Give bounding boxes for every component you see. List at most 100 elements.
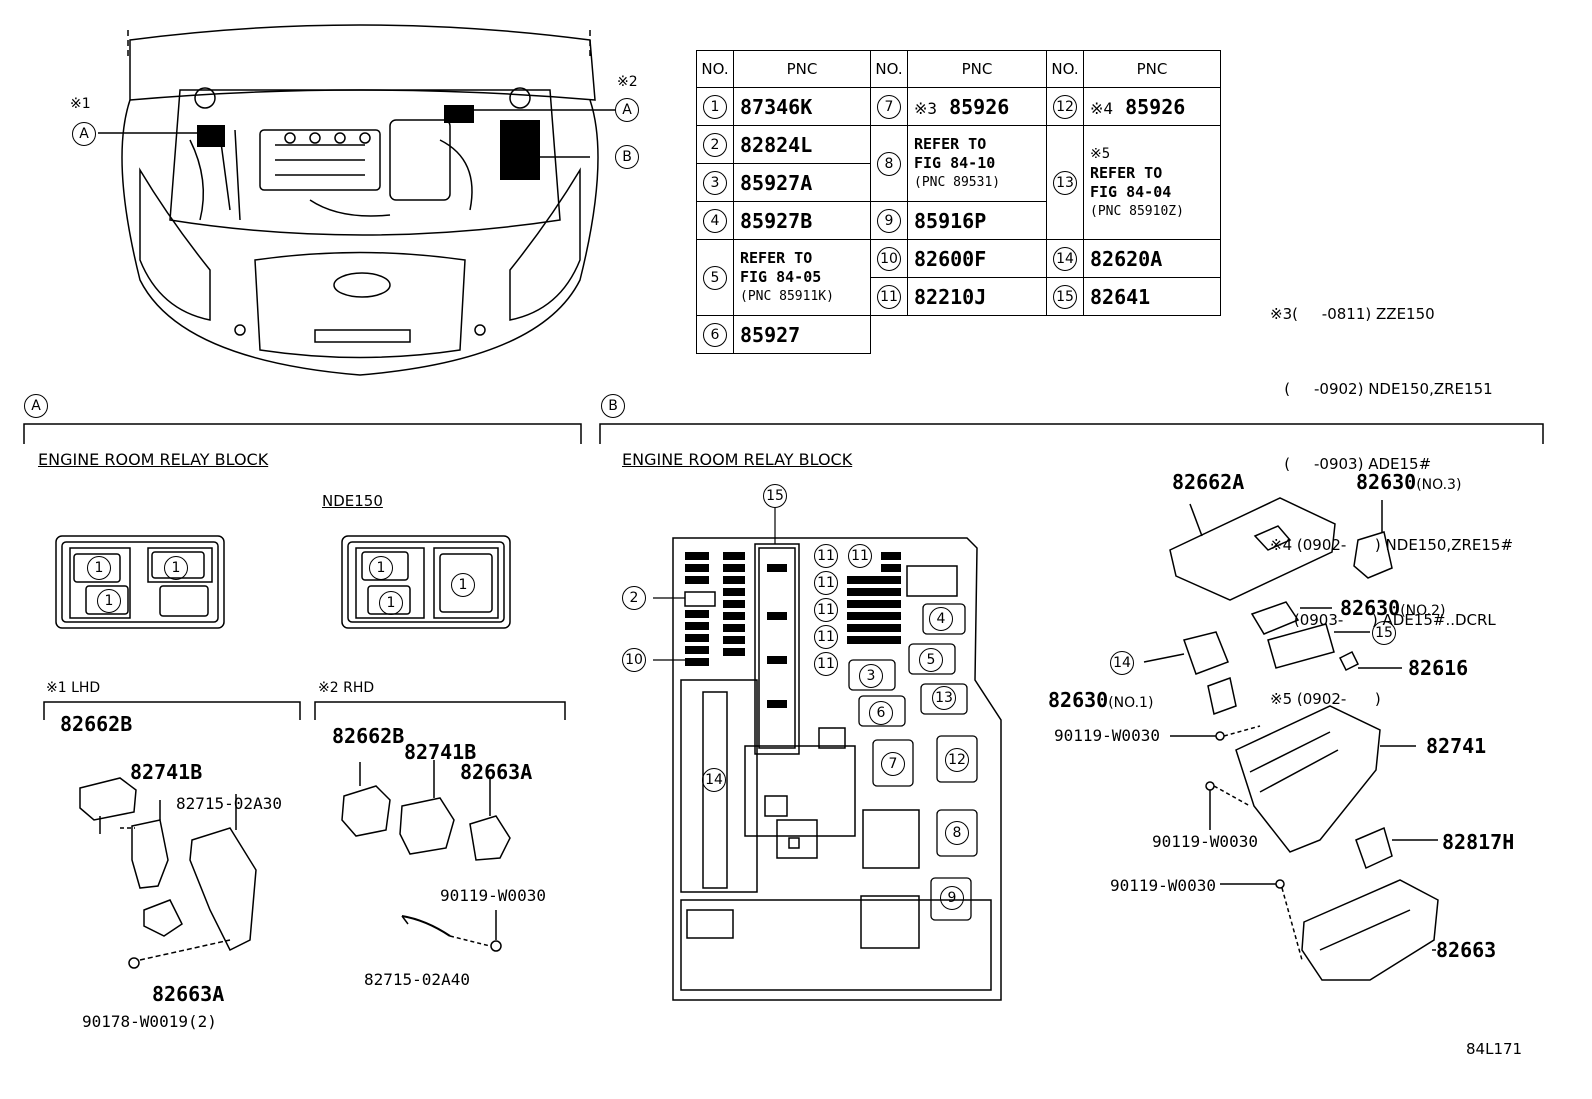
pnc-cell: ※3 85926 [907,87,1047,126]
part-82616: 82616 [1408,656,1469,680]
header-no-1: NO. [696,50,734,88]
block-item-6: 6 [869,701,893,725]
block-item-11: 11 [814,625,838,649]
relay-number: 1 [451,573,475,597]
part-82662b-rhd: 82662B [332,724,405,748]
part-82630-no3: 82630(NO.3) [1356,470,1462,494]
figure-id: 84L171 [1466,1040,1523,1058]
callout-mark1: ※1 [70,96,91,112]
item-number: 8 [877,152,901,176]
part-82662b-lhd: 82662B [60,712,133,736]
section-b-exploded-drawing [1143,497,1439,981]
block-item-9: 9 [940,886,964,910]
block-item-3: 3 [859,664,883,688]
item-number: 15 [1053,285,1077,309]
part-90119-w0030-c: 90119-W0030 [1110,876,1216,895]
callout-a-right: A [615,98,639,122]
lhd-label: ※1 LHD [46,680,101,696]
part-82741: 82741 [1426,734,1487,758]
header-no-3: NO. [1046,50,1084,88]
block-item-13: 13 [932,686,956,710]
pnc-cell: 82620A [1083,239,1221,278]
footnote-line: ( -0903) ADE15# [1270,455,1432,473]
note-mark: ※4 [1090,98,1114,118]
rhd-bracket [314,701,566,720]
part-82741b-lhd: 82741B [130,760,203,784]
pnc-cell: ※4 85926 [1083,87,1221,126]
item-number: 7 [877,95,901,119]
pnc-cell: 82600F [907,239,1047,278]
part-82741b-rhd: 82741B [404,740,477,764]
pnc-cell: 85927 [733,315,871,354]
block-item-4: 4 [929,607,953,631]
block-item-8: 8 [945,821,969,845]
part-82630-no2: 82630(NO.2) [1340,596,1446,620]
relay-number: 1 [97,589,121,613]
item-number: 4 [703,209,727,233]
item-number: 10 [877,247,901,271]
table-row: 11 82210J 15 82641 [697,277,1221,316]
pnc-cell: 82641 [1083,277,1221,316]
pnc-cell: 85916P [907,201,1047,240]
note-mark: ※5 [1090,145,1111,162]
header-no-2: NO. [870,50,908,88]
item-number: 6 [703,323,727,347]
relay-number: 1 [87,556,111,580]
variant-label: NDE150 [322,492,383,510]
pnc-cell: 82210J [907,277,1047,316]
part-14-callout: 14 [1110,651,1134,675]
section-a-bracket [23,423,582,444]
part-82817h: 82817H [1442,830,1515,854]
table-header-row: NO. PNC NO. PNC NO. PNC [696,50,1221,88]
footnote-line: ※3( -0811) ZZE150 [1270,305,1435,323]
item-number: 2 [703,133,727,157]
header-pnc-3: PNC [1083,50,1221,88]
item-number: 1 [703,95,727,119]
footnotes: ※3( -0811) ZZE150 ( -0902) NDE150,ZRE151… [1270,252,1513,762]
part-82663a-rhd: 82663A [460,760,533,784]
part-82663a-lhd: 82663A [152,982,225,1006]
block-item-2: 2 [622,586,646,610]
block-item-11: 11 [814,571,838,595]
item-number: 11 [877,285,901,309]
engine-bay-illustration [98,24,615,376]
pnc-cell: REFER TO FIG 84-05 (PNC 85911K) [733,239,871,316]
block-item-11: 11 [814,544,838,568]
callout-a-left: A [72,122,96,146]
item-number: 12 [1053,95,1077,119]
part-82663: 82663 [1436,938,1497,962]
section-a-tag: A [24,394,48,418]
part-90119-w0030-a: 90119-W0030 [1054,726,1160,745]
footnote-line: ( -0902) NDE150,ZRE151 [1270,380,1493,398]
footnote-line: ※5 (0902- ) [1270,690,1381,708]
part-90119-w0030-b: 90119-W0030 [1152,832,1258,851]
header-pnc-2: PNC [907,50,1047,88]
lhd-parts-drawing [79,777,257,969]
pnc-cell: 87346K [733,87,871,126]
footnote-line: (0903- ) ADE15#..DCRL [1270,611,1496,629]
item-number: 5 [703,266,727,290]
block-item-11: 11 [814,652,838,676]
item-number: 13 [1053,171,1077,195]
block-item-5: 5 [919,648,943,672]
pnc-cell: ※5 REFER TO FIG 84-04 (PNC 85910Z) [1083,125,1221,240]
header-pnc-1: PNC [733,50,871,88]
section-b-bracket [599,423,1544,444]
part-90178-w0019: 90178-W0019(2) [82,1012,217,1031]
relay-number: 1 [369,556,393,580]
part-82715-02a40: 82715-02A40 [364,970,470,989]
block-item-12: 12 [945,748,969,772]
relay-block-b-layout [653,508,1002,1001]
table-row: 2 82824L 8 REFER TO FIG 84-10 (PNC 89531… [696,125,1221,240]
part-15-callout: 15 [1372,621,1396,645]
table-row: 6 85927 [696,315,1221,354]
table-row: 1 87346K 7 ※3 85926 12 ※4 85926 [696,87,1221,126]
section-b-title: ENGINE ROOM RELAY BLOCK [622,450,853,469]
pnc-cell: 82824L [733,125,871,164]
pnc-cell: REFER TO FIG 84-10 (PNC 89531) [907,125,1047,202]
block-item-15: 15 [763,484,787,508]
item-number: 3 [703,171,727,195]
block-item-7: 7 [881,752,905,776]
block-item-11: 11 [848,544,872,568]
part-82662a: 82662A [1172,470,1245,494]
